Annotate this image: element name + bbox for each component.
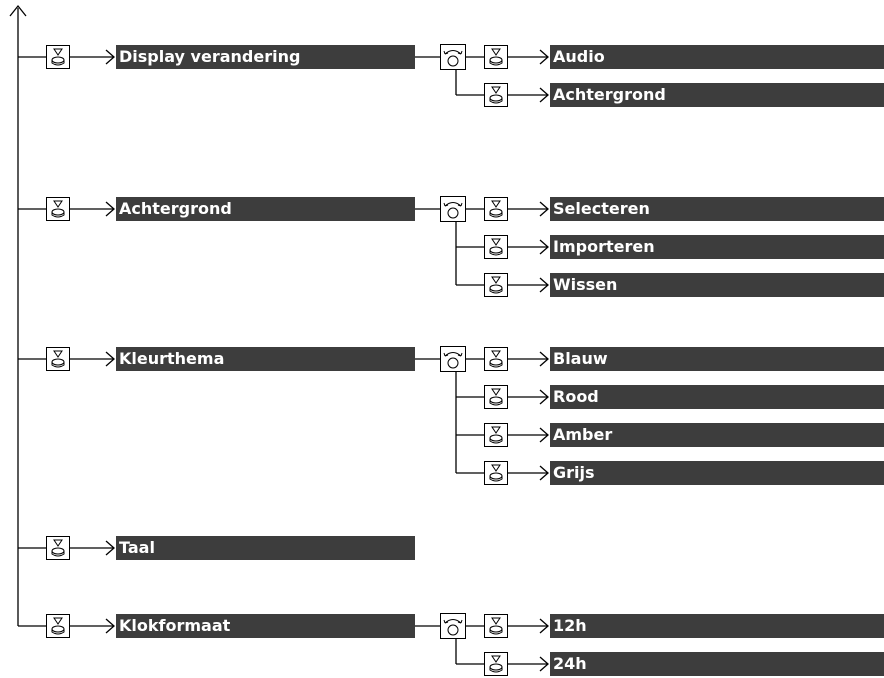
option-arrow-head-24h bbox=[539, 656, 549, 672]
knob-press-icon bbox=[484, 235, 508, 259]
knob-press-icon bbox=[46, 614, 70, 638]
menu-label-display-verandering: Display verandering bbox=[116, 45, 415, 69]
option-label-grijs: Grijs bbox=[550, 461, 884, 485]
arrow-head-taal bbox=[105, 540, 115, 556]
menu-label-achtergrond: Achtergrond bbox=[116, 197, 415, 221]
option-label-importeren: Importeren bbox=[550, 235, 884, 259]
option-arrow-head-grijs bbox=[539, 465, 549, 481]
option-label-achtergrond: Achtergrond bbox=[550, 83, 884, 107]
option-label-audio: Audio bbox=[550, 45, 884, 69]
menu-label-taal: Taal bbox=[116, 536, 415, 560]
option-label-rood: Rood bbox=[550, 385, 884, 409]
option-label-12h: 12h bbox=[550, 614, 884, 638]
knob-press-icon bbox=[484, 197, 508, 221]
option-arrow-head-audio bbox=[539, 49, 549, 65]
menu-label-klokformaat: Klokformaat bbox=[116, 614, 415, 638]
knob-rotate-icon bbox=[440, 346, 466, 372]
option-label-amber: Amber bbox=[550, 423, 884, 447]
knob-press-icon bbox=[484, 461, 508, 485]
option-arrow-head-importeren bbox=[539, 239, 549, 255]
knob-press-icon bbox=[484, 347, 508, 371]
option-arrow-head-wissen bbox=[539, 277, 549, 293]
option-label-selecteren: Selecteren bbox=[550, 197, 884, 221]
knob-press-icon bbox=[484, 423, 508, 447]
knob-rotate-icon bbox=[440, 44, 466, 70]
option-arrow-head-rood bbox=[539, 389, 549, 405]
option-label-wissen: Wissen bbox=[550, 273, 884, 297]
knob-press-icon bbox=[484, 83, 508, 107]
knob-press-icon bbox=[46, 45, 70, 69]
option-label-blauw: Blauw bbox=[550, 347, 884, 371]
knob-press-icon bbox=[46, 197, 70, 221]
knob-rotate-icon bbox=[440, 196, 466, 222]
knob-press-icon bbox=[484, 385, 508, 409]
option-arrow-head-blauw bbox=[539, 351, 549, 367]
arrow-head-kleurthema bbox=[105, 351, 115, 367]
connector-lines bbox=[9, 4, 549, 672]
menu-label-kleurthema: Kleurthema bbox=[116, 347, 415, 371]
trunk-up-arrow bbox=[9, 4, 27, 17]
option-label-24h: 24h bbox=[550, 652, 884, 676]
knob-press-icon bbox=[484, 45, 508, 69]
knob-press-icon bbox=[484, 614, 508, 638]
option-arrow-head-12h bbox=[539, 618, 549, 634]
arrow-head-display-verandering bbox=[105, 49, 115, 65]
arrow-head-achtergrond bbox=[105, 201, 115, 217]
option-arrow-head-amber bbox=[539, 427, 549, 443]
knob-press-icon bbox=[46, 347, 70, 371]
arrow-head-klokformaat bbox=[105, 618, 115, 634]
option-arrow-head-achtergrond bbox=[539, 87, 549, 103]
knob-press-icon bbox=[484, 652, 508, 676]
knob-rotate-icon bbox=[440, 613, 466, 639]
knob-press-icon bbox=[46, 536, 70, 560]
knob-press-icon bbox=[484, 273, 508, 297]
option-arrow-head-selecteren bbox=[539, 201, 549, 217]
